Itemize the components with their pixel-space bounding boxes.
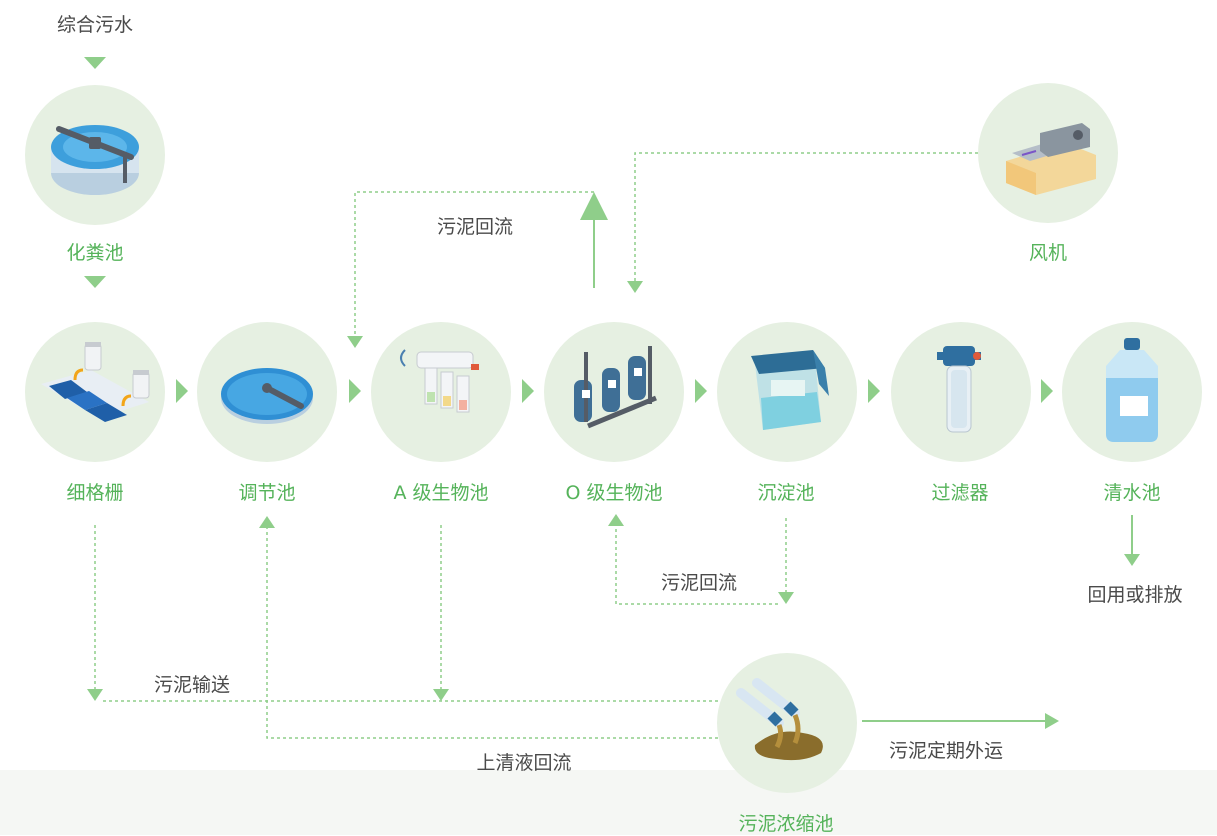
label-equalization: 调节池 bbox=[238, 482, 296, 504]
label-sedimentation: 沉淀池 bbox=[757, 482, 815, 504]
bottom-band bbox=[0, 770, 1217, 835]
a-bio-tank-icon bbox=[400, 349, 479, 413]
label-clear-water: 清水池 bbox=[1103, 482, 1161, 504]
note-sludge-outward: 污泥定期外运 bbox=[888, 740, 1004, 762]
o-bio-tank-icon bbox=[574, 346, 657, 429]
arrow-screen-sludge bbox=[87, 689, 103, 701]
septic-tank-node bbox=[25, 85, 165, 225]
septic-tank-icon bbox=[51, 125, 139, 195]
arrow-sed-return-down bbox=[778, 592, 794, 604]
sludge-thickener-icon bbox=[736, 678, 823, 761]
label-blower: 风机 bbox=[1028, 242, 1068, 264]
blower-air-line bbox=[634, 152, 978, 283]
arrow-return-into-a bbox=[347, 336, 363, 348]
note-sludge-transport: 污泥输送 bbox=[153, 674, 231, 696]
arrow-a-sludge bbox=[433, 689, 449, 701]
arrow-air-into-o bbox=[627, 281, 643, 293]
sludge-thickener-node bbox=[717, 653, 857, 793]
equalization-tank-node bbox=[197, 322, 337, 462]
label-a-bio: A 级生物池 bbox=[393, 482, 489, 504]
filter-icon bbox=[937, 346, 981, 433]
label-filter: 过滤器 bbox=[931, 482, 989, 504]
supernatant-return-line bbox=[266, 528, 718, 739]
sludge-return-top-dotted bbox=[354, 191, 594, 338]
arrow-clear-down bbox=[1124, 554, 1140, 566]
fine-screen-icon bbox=[41, 342, 150, 422]
arrow-supernatant-up bbox=[259, 516, 275, 528]
arrow-sludge-outward bbox=[1045, 713, 1059, 729]
arrow-return-into-o bbox=[608, 514, 624, 526]
sludge-return-bottom-path bbox=[615, 528, 778, 605]
note-supernatant-return: 上清液回流 bbox=[476, 752, 572, 774]
blower-node bbox=[978, 83, 1118, 223]
clear-water-icon bbox=[1106, 338, 1158, 442]
fine-screen-node bbox=[25, 322, 165, 462]
note-sludge-return-bottom: 污泥回流 bbox=[660, 572, 738, 594]
arrow-sed-to-filter bbox=[868, 379, 880, 403]
arrow-screen-to-eq bbox=[176, 379, 188, 403]
arrow-o-to-sed bbox=[695, 379, 707, 403]
label-o-bio: O 级生物池 bbox=[565, 482, 663, 504]
arrow-eq-to-a bbox=[349, 379, 361, 403]
o-bio-tank-node bbox=[544, 322, 684, 462]
blower-icon bbox=[1006, 123, 1096, 195]
arrow-input-down bbox=[84, 57, 106, 69]
input-label: 综合污水 bbox=[56, 14, 134, 36]
sedimentation-tank-node bbox=[717, 322, 857, 462]
note-reuse-or-discharge: 回用或排放 bbox=[1087, 584, 1183, 606]
arrow-septic-down bbox=[84, 276, 106, 288]
clear-water-node bbox=[1062, 322, 1202, 462]
arrow-filter-to-clear bbox=[1041, 379, 1053, 403]
label-screen: 细格栅 bbox=[66, 482, 124, 504]
arrow-a-to-o bbox=[522, 379, 534, 403]
note-sludge-return-top: 污泥回流 bbox=[436, 216, 514, 238]
label-sludge-thickener: 污泥浓缩池 bbox=[738, 813, 834, 835]
equalization-tank-icon bbox=[221, 368, 313, 424]
label-septic: 化粪池 bbox=[66, 242, 124, 264]
a-bio-tank-node bbox=[371, 322, 511, 462]
sedimentation-tank-icon bbox=[751, 350, 829, 430]
filter-node bbox=[891, 322, 1031, 462]
